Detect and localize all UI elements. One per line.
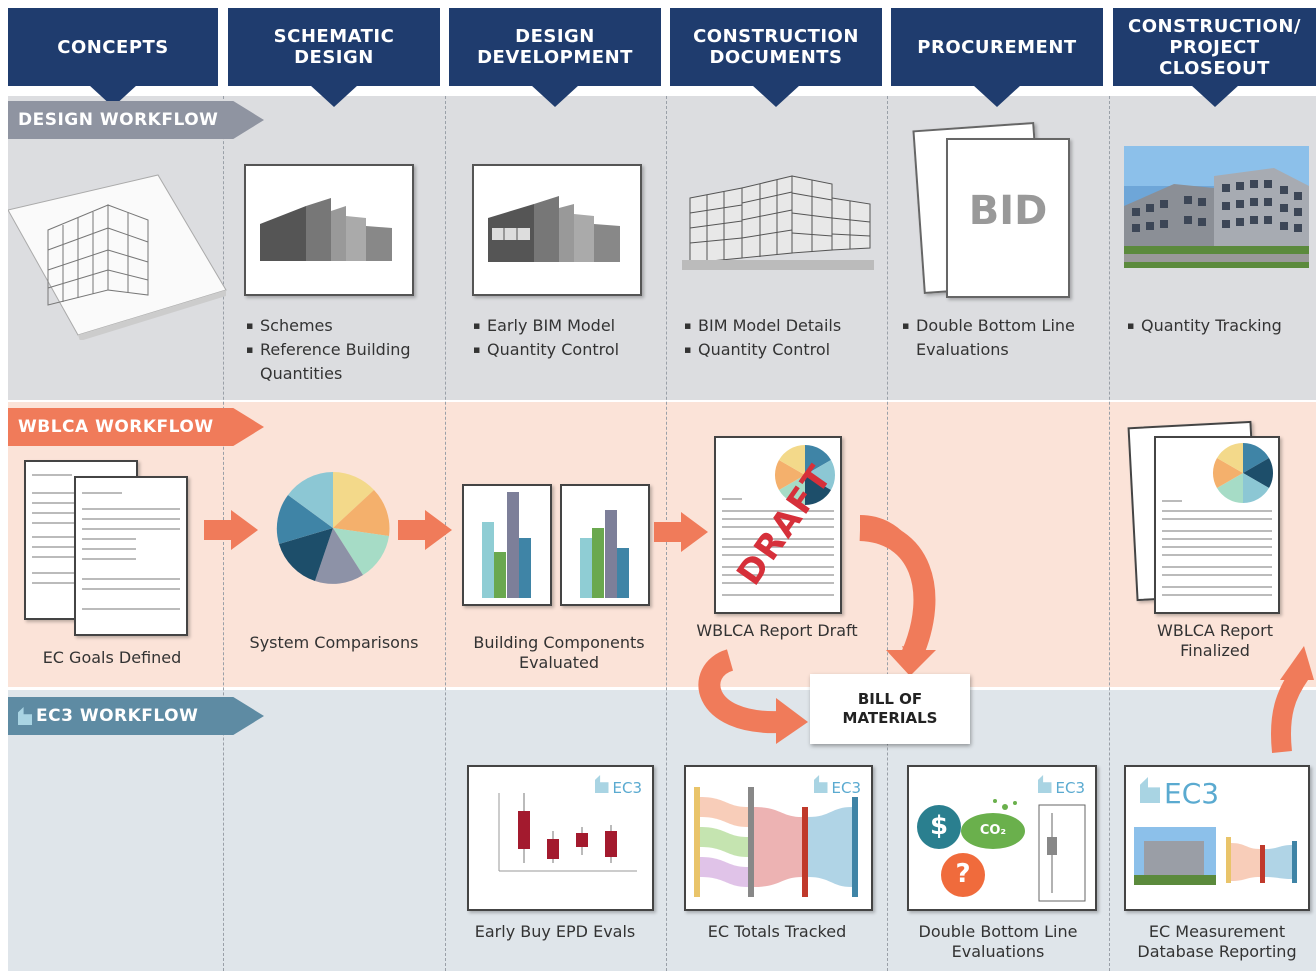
ec3-logo-text: EC3 (1055, 779, 1086, 797)
double-bottom-line-card: EC3 $ ? CO₂ (907, 765, 1097, 911)
bullet-item: BIM Model Details (684, 314, 874, 338)
phase-label: DESIGN DEVELOPMENT (477, 26, 633, 68)
ec-measurement-graphic (1134, 827, 1297, 885)
system-comparisons-caption: System Comparisons (249, 633, 419, 652)
system-comparison-pie-chart (276, 472, 390, 584)
design-workflow-tag: DESIGN WORKFLOW (8, 101, 264, 139)
epd-box-plot-card: EC3 (467, 765, 654, 911)
dollar-icon: $ (929, 811, 949, 841)
schematic-bullets: Schemes Reference Building Quantities (246, 314, 426, 386)
development-bullets: Early BIM Model Quantity Control (473, 314, 653, 362)
ec3-logo: EC3 (594, 775, 643, 797)
ec3-to-report-arrow (1270, 646, 1314, 754)
bill-of-materials-flow-arrows (698, 515, 936, 744)
wblca-workflow-tag: WBLCA WORKFLOW (8, 408, 264, 446)
phase-label: PROCUREMENT (917, 36, 1077, 58)
ec3-logo-text: EC3 (612, 779, 643, 797)
column-divider (1109, 96, 1110, 971)
phase-label: CONSTRUCTION/ PROJECT CLOSEOUT (1128, 15, 1301, 79)
phase-construction-documents: CONSTRUCTION DOCUMENTS (670, 8, 882, 108)
ec-totals-caption: EC Totals Tracked (707, 922, 847, 941)
bullet-item: Reference Building Quantities (246, 338, 426, 386)
bullet-item: Quantity Tracking (1127, 314, 1307, 338)
ec-measurement-caption: EC Measurement Database Reporting (1137, 922, 1297, 961)
ec3-logo: EC3 (1037, 775, 1086, 797)
goals-document-front (74, 476, 188, 636)
co2-cloud-icon: CO₂ (979, 823, 1007, 838)
bullet-item: Quantity Control (473, 338, 653, 362)
double-bottom-line-caption: Double Bottom Line Evaluations (918, 922, 1078, 961)
bullet-item: Schemes (246, 314, 426, 338)
component-bar-chart-card (462, 484, 552, 606)
component-bar-chart (482, 492, 531, 598)
ec3-building-icon (18, 707, 32, 725)
ec-measurement-card: EC3 (1124, 765, 1310, 911)
wblca-workflow-band (8, 402, 1316, 687)
bullet-item: Quantity Control (684, 338, 874, 362)
bid-text: BID (968, 188, 1048, 234)
wblca-draft-caption: WBLCA Report Draft (696, 621, 858, 640)
wblca-workflow-label: WBLCA WORKFLOW (18, 417, 214, 437)
ec3-logo: EC3 (813, 775, 862, 797)
design-workflow-label: DESIGN WORKFLOW (18, 110, 219, 130)
bullet-item: Early BIM Model (473, 314, 653, 338)
report-pie-chart (774, 445, 836, 505)
ec3-logo-text: EC3 (1164, 777, 1220, 810)
phase-design-development: DESIGN DEVELOPMENT (449, 8, 661, 108)
epd-evals-caption: Early Buy EPD Evals (474, 922, 636, 941)
concept-sketch-image (8, 174, 227, 340)
report-pie-chart (1212, 443, 1274, 503)
bim-model-image (488, 196, 620, 262)
phase-label: CONCEPTS (57, 36, 169, 58)
bullet-item: Double Bottom Line Evaluations (902, 314, 1102, 362)
completed-building-photo (1124, 146, 1309, 268)
phase-construction-closeout: CONSTRUCTION/ PROJECT CLOSEOUT (1113, 8, 1316, 108)
phase-schematic-design: SCHEMATIC DESIGN (228, 8, 440, 108)
ec3-workflow-band (8, 690, 1316, 971)
building-components-caption: Building Components Evaluated (473, 633, 645, 672)
development-bim-card (472, 164, 642, 296)
documents-bullets: BIM Model Details Quantity Control (684, 314, 874, 362)
epd-box-plot (498, 793, 637, 872)
ec3-logo-large: EC3 (1140, 777, 1219, 810)
question-icon: ? (955, 859, 971, 889)
ec3-workflow-label: EC3 WORKFLOW (36, 706, 199, 726)
wblca-draft-report: DRAFT (714, 436, 842, 614)
bill-of-materials-box: BILL OF MATERIALS (810, 674, 970, 744)
wblca-final-report (1154, 436, 1280, 614)
massing-model-image (260, 198, 392, 261)
double-bottom-line-graphic (917, 799, 1086, 902)
ec3-logo-text: EC3 (831, 779, 862, 797)
component-bar-chart-card (560, 484, 650, 606)
closeout-bullets: Quantity Tracking (1127, 314, 1307, 338)
ec3-workflow-tag: EC3 WORKFLOW (8, 697, 264, 735)
schematic-massing-card (244, 164, 414, 296)
procurement-bullets: Double Bottom Line Evaluations (902, 314, 1102, 362)
wblca-finalized-caption: WBLCA Report Finalized (1157, 621, 1273, 660)
detailed-bim-model-image (682, 175, 874, 270)
ec-totals-sankey-card: EC3 (684, 765, 873, 911)
bid-page-front: BID (946, 138, 1070, 298)
component-bar-chart (580, 510, 629, 598)
phase-label: CONSTRUCTION DOCUMENTS (693, 26, 859, 68)
ec-totals-sankey-chart (694, 787, 858, 897)
phase-concepts: CONCEPTS (8, 8, 218, 108)
goals-caption: EC Goals Defined (42, 648, 182, 667)
phase-label: SCHEMATIC DESIGN (273, 26, 395, 68)
phase-procurement: PROCUREMENT (891, 8, 1103, 108)
